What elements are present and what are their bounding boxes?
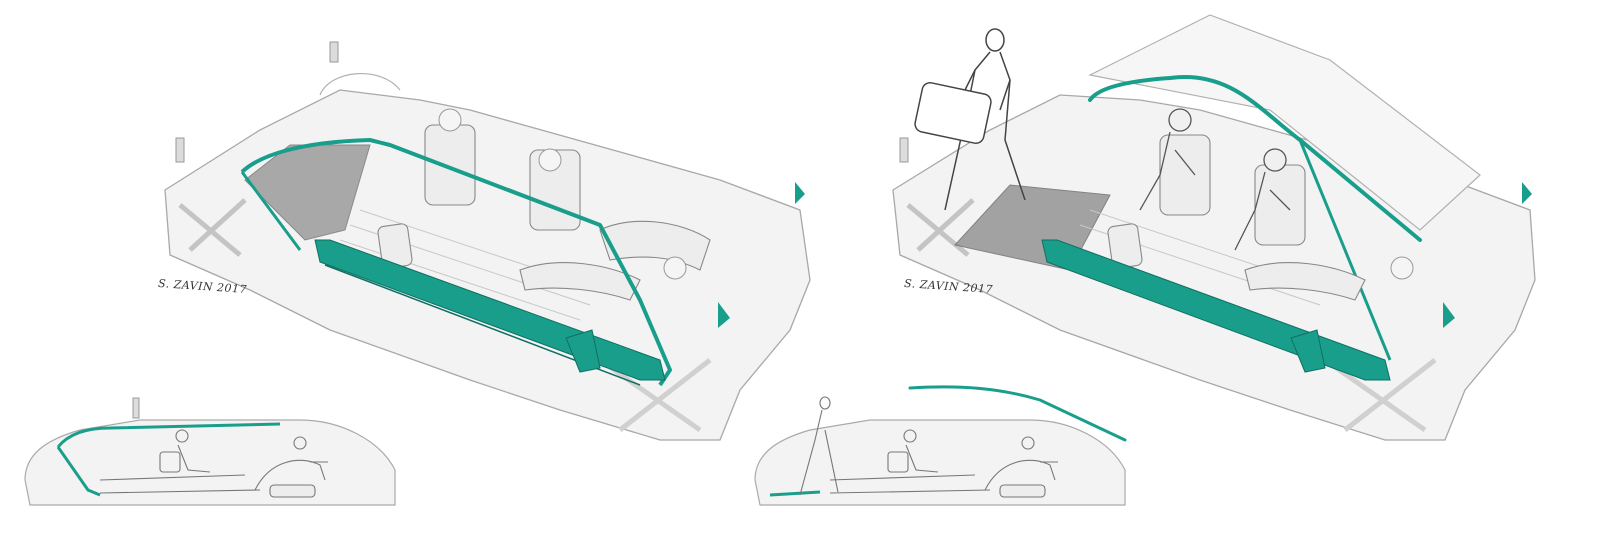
walking-person-figure xyxy=(914,28,1026,211)
vehicle-isometric-open xyxy=(892,14,1536,441)
vehicle-side-view-closed xyxy=(24,397,396,506)
vehicle-isometric-closed xyxy=(164,41,811,441)
vehicle-side-view-open xyxy=(754,385,1127,506)
